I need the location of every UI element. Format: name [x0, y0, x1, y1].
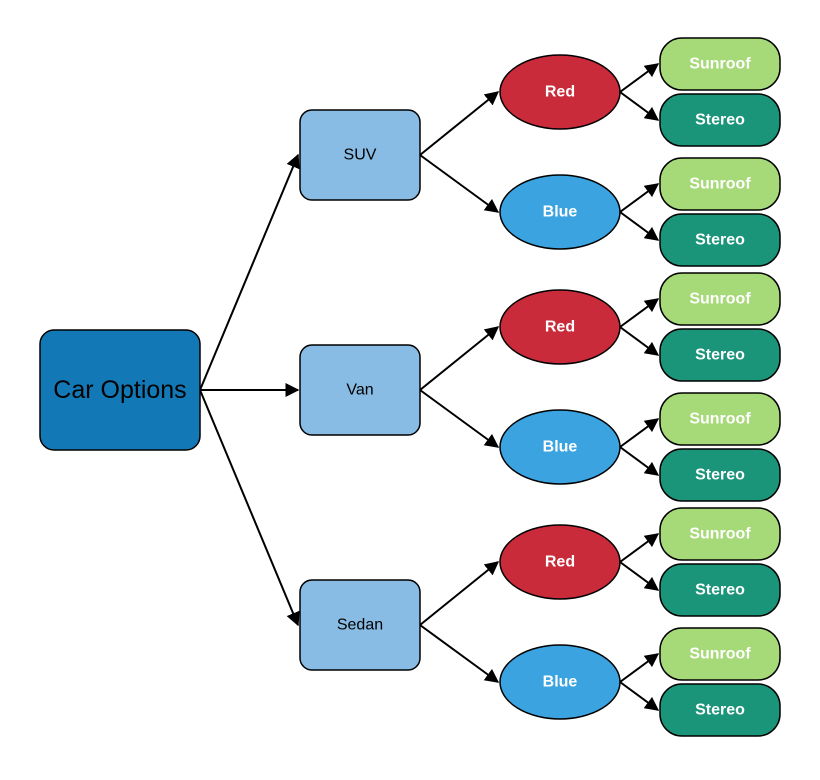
vehicle-type-label: SUV: [344, 147, 377, 164]
feature-node-sunroof[interactable]: Sunroof: [659, 272, 781, 326]
color-node-blue[interactable]: Blue: [499, 174, 621, 250]
root-node-box: [39, 329, 201, 451]
edge-root-to-suv: [199, 153, 300, 391]
edge-blue-to-stereo: [619, 681, 660, 711]
feature-node-stereo[interactable]: Stereo: [659, 93, 781, 147]
feature-label: Sunroof: [689, 291, 751, 308]
feature-box: [659, 448, 781, 502]
nodes-layer: Car OptionsSUVRedSunroofStereoBlueSunroo…: [39, 37, 781, 737]
feature-label: Stereo: [695, 702, 745, 719]
feature-label: Sunroof: [689, 526, 751, 543]
vehicle-type-label: Van: [346, 382, 373, 399]
edge-blue-to-sunroof: [619, 418, 660, 448]
feature-box: [659, 627, 781, 681]
color-label: Red: [545, 84, 575, 101]
edge-blue-to-stereo: [619, 446, 660, 476]
color-label: Red: [545, 319, 575, 336]
feature-label: Sunroof: [689, 176, 751, 193]
feature-label: Sunroof: [689, 646, 751, 663]
color-ellipse: [499, 644, 621, 720]
edge-van-to-blue: [419, 389, 500, 448]
edge-suv-to-blue: [419, 154, 500, 213]
edge-red-to-stereo: [619, 561, 660, 591]
color-node-red[interactable]: Red: [499, 524, 621, 600]
feature-label: Stereo: [695, 112, 745, 129]
feature-node-stereo[interactable]: Stereo: [659, 328, 781, 382]
feature-box: [659, 563, 781, 617]
feature-box: [659, 328, 781, 382]
edge-blue-to-sunroof: [619, 653, 660, 683]
color-node-red[interactable]: Red: [499, 289, 621, 365]
feature-label: Stereo: [695, 582, 745, 599]
vehicle-type-box: [299, 579, 421, 671]
vehicle-type-node-sedan[interactable]: Sedan: [299, 579, 421, 671]
feature-node-sunroof[interactable]: Sunroof: [659, 507, 781, 561]
vehicle-type-node-van[interactable]: Van: [299, 344, 421, 436]
feature-node-sunroof[interactable]: Sunroof: [659, 392, 781, 446]
feature-node-stereo[interactable]: Stereo: [659, 683, 781, 737]
vehicle-type-box: [299, 344, 421, 436]
vehicle-type-box: [299, 109, 421, 201]
edge-red-to-sunroof: [619, 63, 660, 93]
root-node-label: Car Options: [53, 376, 186, 404]
color-label: Blue: [543, 439, 578, 456]
edges-layer: [199, 63, 660, 711]
color-ellipse: [499, 174, 621, 250]
feature-box: [659, 93, 781, 147]
color-ellipse: [499, 289, 621, 365]
vehicle-type-label: Sedan: [337, 617, 383, 634]
feature-node-sunroof[interactable]: Sunroof: [659, 37, 781, 91]
color-node-blue[interactable]: Blue: [499, 644, 621, 720]
root-node[interactable]: Car Options: [39, 329, 201, 451]
feature-node-stereo[interactable]: Stereo: [659, 448, 781, 502]
edge-root-to-sedan: [199, 389, 300, 627]
edge-blue-to-stereo: [619, 211, 660, 241]
feature-box: [659, 213, 781, 267]
edge-sedan-to-blue: [419, 624, 500, 683]
feature-node-stereo[interactable]: Stereo: [659, 563, 781, 617]
color-label: Blue: [543, 204, 578, 221]
feature-box: [659, 683, 781, 737]
color-node-red[interactable]: Red: [499, 54, 621, 130]
feature-node-sunroof[interactable]: Sunroof: [659, 157, 781, 211]
color-node-blue[interactable]: Blue: [499, 409, 621, 485]
feature-box: [659, 272, 781, 326]
color-ellipse: [499, 409, 621, 485]
feature-box: [659, 157, 781, 211]
color-ellipse: [499, 524, 621, 600]
feature-node-stereo[interactable]: Stereo: [659, 213, 781, 267]
feature-node-sunroof[interactable]: Sunroof: [659, 627, 781, 681]
edge-blue-to-sunroof: [619, 183, 660, 213]
edge-van-to-red: [419, 326, 500, 391]
feature-label: Stereo: [695, 347, 745, 364]
color-ellipse: [499, 54, 621, 130]
feature-label: Stereo: [695, 232, 745, 249]
edge-red-to-sunroof: [619, 533, 660, 563]
edge-red-to-stereo: [619, 326, 660, 356]
feature-box: [659, 392, 781, 446]
vehicle-type-node-suv[interactable]: SUV: [299, 109, 421, 201]
edge-sedan-to-red: [419, 561, 500, 626]
color-label: Blue: [543, 674, 578, 691]
feature-box: [659, 507, 781, 561]
feature-label: Sunroof: [689, 411, 751, 428]
feature-label: Sunroof: [689, 56, 751, 73]
edge-red-to-sunroof: [619, 298, 660, 328]
edge-red-to-stereo: [619, 91, 660, 121]
feature-box: [659, 37, 781, 91]
feature-label: Stereo: [695, 467, 745, 484]
color-label: Red: [545, 554, 575, 571]
edge-suv-to-red: [419, 91, 500, 156]
